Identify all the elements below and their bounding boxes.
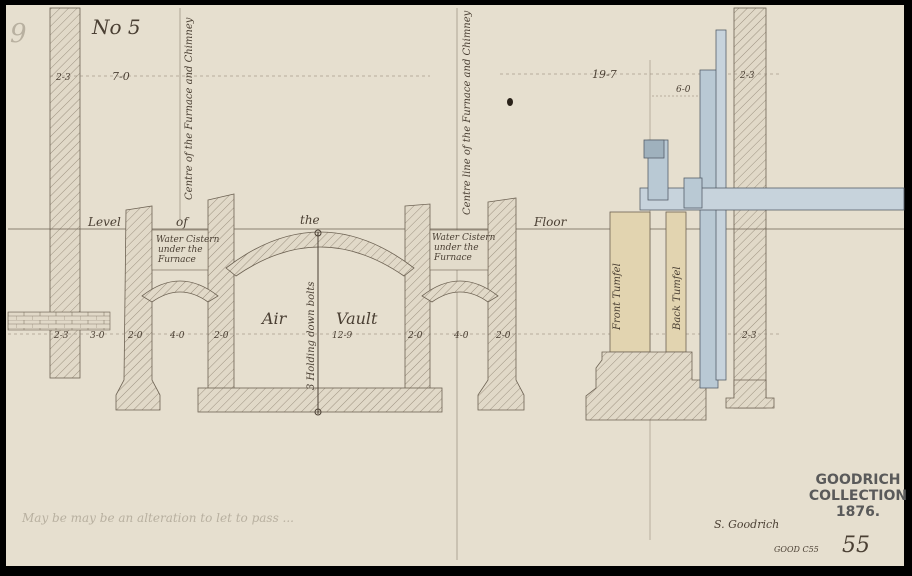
cistern-right-label-2: under the bbox=[434, 243, 479, 253]
sheet-number: No 5 bbox=[91, 15, 141, 39]
flywheel-rim bbox=[699, 69, 719, 389]
dim-top-wall: 2-3 bbox=[55, 73, 71, 83]
front-tumble-label: Front Tumfel bbox=[612, 263, 623, 331]
dim-row-1: 3-0 bbox=[90, 331, 105, 341]
dim-row-7: 4-0 bbox=[453, 331, 469, 341]
bolt-bottom-nut bbox=[314, 408, 322, 416]
engine-bed bbox=[585, 351, 707, 421]
holding-bolts-label: 3 Holding down bolts bbox=[306, 282, 317, 390]
the-label: the bbox=[300, 213, 320, 227]
cistern-left-label-2: under the bbox=[158, 245, 203, 255]
cistern-right-label-3: Furnace bbox=[433, 253, 472, 263]
stamp-line-3: 1876. bbox=[836, 504, 880, 520]
crank-shaft bbox=[639, 187, 905, 211]
level-label: Level bbox=[87, 215, 121, 229]
of-label: of bbox=[176, 215, 190, 229]
cistern-right-label-1: Water Cistern bbox=[432, 233, 496, 243]
corner-mark: 9 bbox=[10, 19, 27, 49]
signature: S. Goodrich bbox=[714, 518, 779, 531]
centre-line-left-label: Centre of the Furnace and Chimney bbox=[184, 17, 195, 200]
floor-label: Floor bbox=[533, 215, 568, 229]
coupling bbox=[683, 177, 703, 209]
back-tumble-label: Back Tumfel bbox=[672, 266, 683, 331]
ref-code: GOOD C55 bbox=[774, 545, 819, 554]
stamp-line-2: COLLECTION bbox=[809, 488, 907, 504]
dim-row-3: 4-0 bbox=[169, 331, 185, 341]
front-plummer-block bbox=[609, 211, 651, 353]
cistern-left-label-3: Furnace bbox=[157, 255, 196, 265]
footer-note: May be may be an alteration to let to pa… bbox=[21, 511, 294, 525]
collection-stamp: GOODRICH COLLECTION 1876. bbox=[809, 472, 907, 520]
folio-number: 55 bbox=[842, 533, 870, 558]
foundation-section bbox=[115, 193, 525, 413]
bolt-top-nut bbox=[314, 229, 322, 237]
dim-row-6: 2-0 bbox=[407, 331, 423, 341]
engine-elevation bbox=[585, 29, 905, 421]
dim-right-3: 2-3 bbox=[741, 331, 757, 341]
dim-row-8: 2-0 bbox=[495, 331, 511, 341]
dim-shaft-gap: 6-0 bbox=[676, 85, 691, 95]
air-label: Air bbox=[260, 309, 288, 328]
vault-label: Vault bbox=[336, 309, 378, 328]
dim-row-4: 2-0 bbox=[213, 331, 229, 341]
dim-top-span: 7-0 bbox=[112, 70, 130, 83]
left-chimney-wall bbox=[7, 7, 111, 379]
centre-line-right-label: Centre line of the Furnace and Chimney bbox=[462, 10, 473, 215]
cistern-left-label-1: Water Cistern bbox=[156, 235, 220, 245]
stamp-line-1: GOODRICH bbox=[816, 472, 901, 488]
dim-row-0: 2-3 bbox=[53, 331, 69, 341]
dim-top-right: 19-7 bbox=[592, 68, 617, 81]
dim-row-5: 12-9 bbox=[332, 331, 352, 341]
dim-top-wall-right: 2-3 bbox=[739, 71, 755, 81]
dim-row-2: 2-0 bbox=[127, 331, 143, 341]
ink-blot bbox=[507, 98, 513, 106]
crank-head bbox=[643, 139, 665, 159]
